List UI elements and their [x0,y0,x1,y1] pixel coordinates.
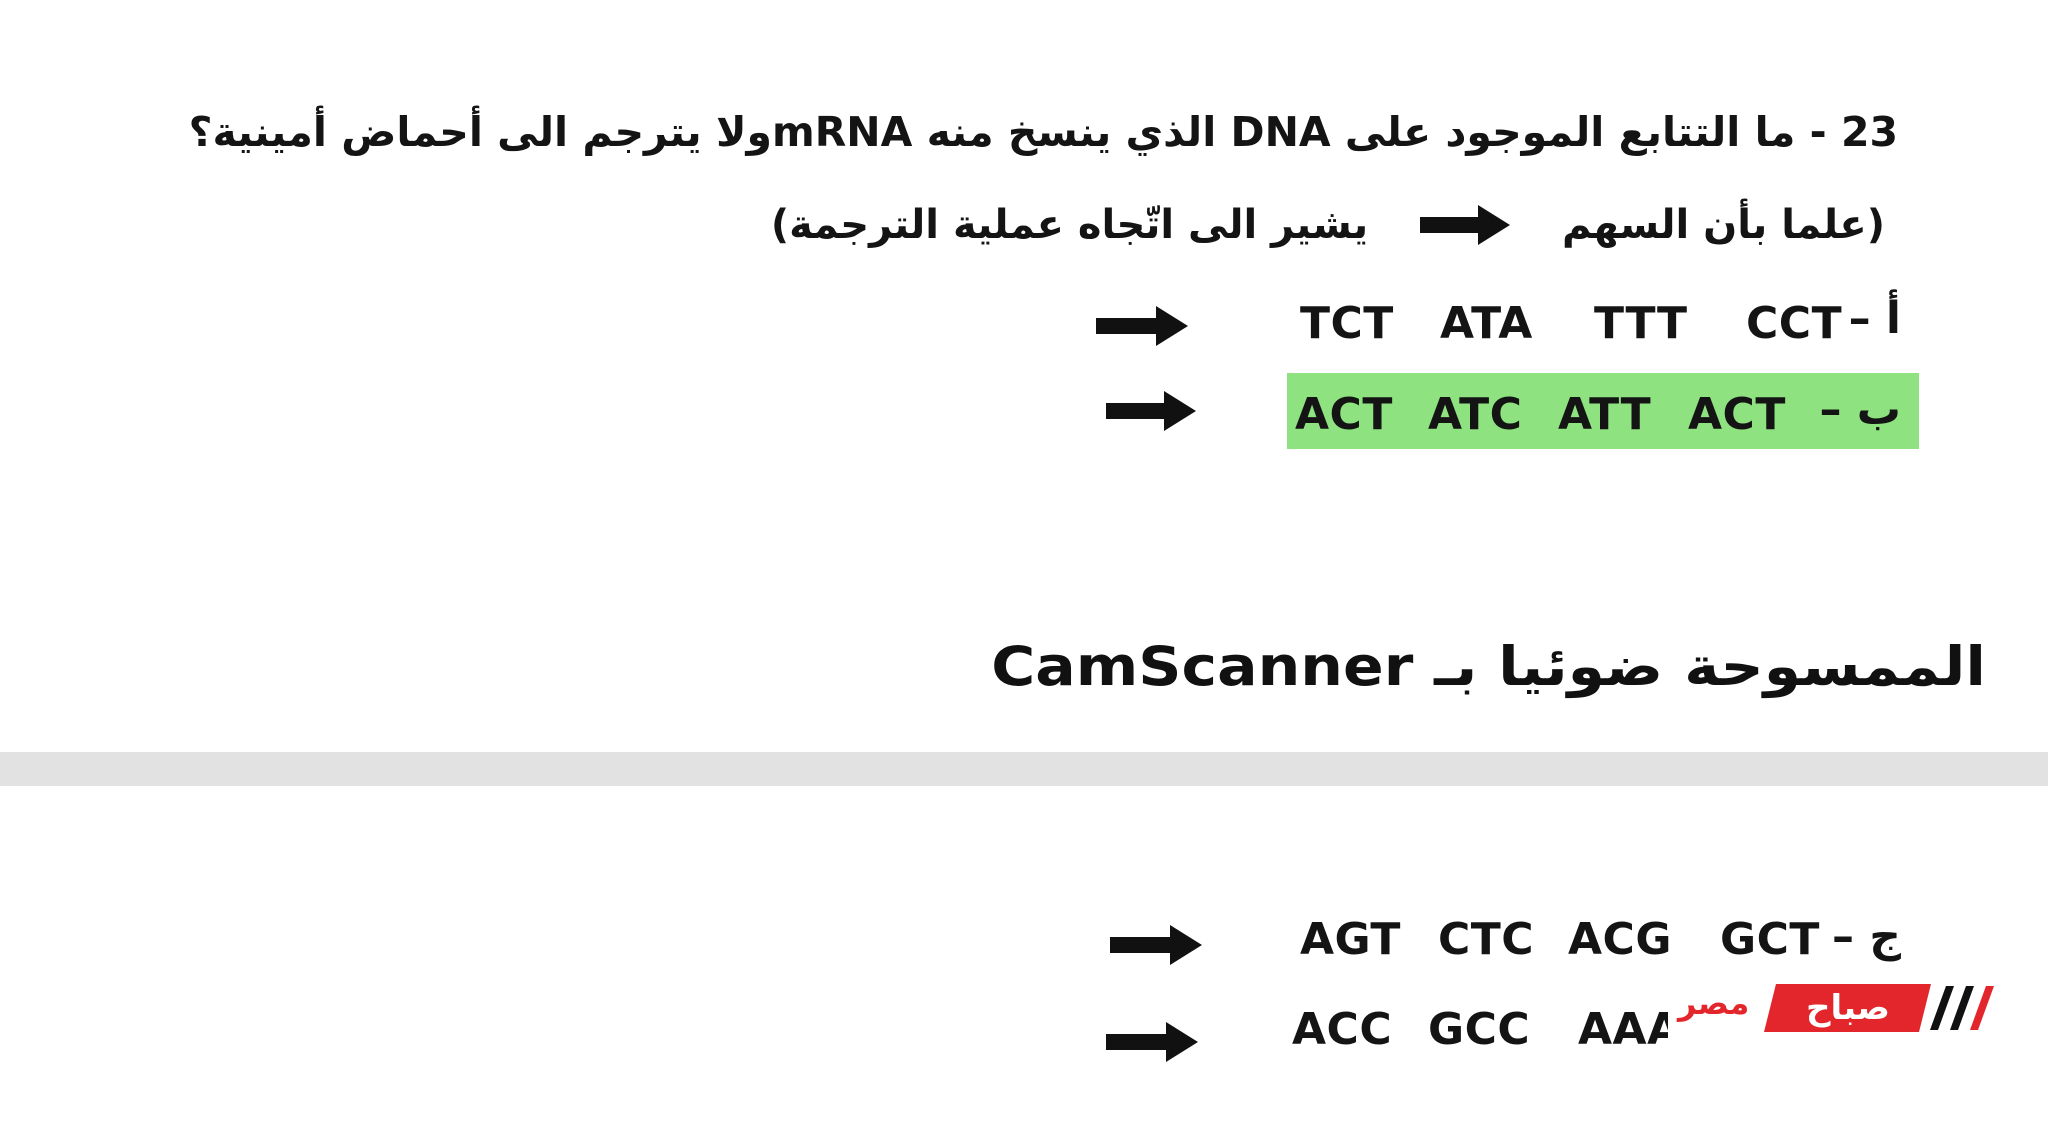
option-a-label: أ – [1848,293,1901,344]
option-b-label: ب – [1819,384,1901,435]
option-d-codon-2: GCC [1428,1004,1531,1055]
option-a-codon-1: CCT [1746,298,1843,349]
page-divider [0,752,2048,786]
question-note-end: يشير الى اتّجاه عملية الترجمة) [770,202,1369,248]
option-a-codon-3: ATA [1440,298,1533,349]
logo-slash-black-2-icon [1949,986,1975,1030]
question-text: 23 - ما التتابع الموجود على DNA الذي ينس… [188,108,1898,156]
option-c-arrow-icon [1110,925,1202,965]
scanner-watermark: الممسوحة ضوئيا بـ CamScanner [991,635,1986,699]
option-d-codon-3: ACC [1292,1004,1393,1055]
option-c-codon-4: AGT [1300,914,1401,965]
question-note: (علما بأن السهم يشير الى اتّجاه عملية ال… [771,200,1885,248]
logo-slash-red-icon [1969,986,1995,1030]
option-a-codon-4: TCT [1300,298,1394,349]
option-a-codon-2: TTT [1594,298,1688,349]
option-a-arrow-icon [1096,306,1188,346]
option-b-codon-4: ACT [1295,389,1393,440]
sabah-masr-logo: مصر صباح [1668,974,1995,1046]
logo-word-masr: مصر [1678,984,1750,1022]
logo-word-sabah: صباح [1805,988,1890,1028]
option-b-codon-1: ACT [1688,389,1786,440]
logo-word-sabah-box: صباح [1764,984,1931,1032]
option-b-arrow-icon [1106,391,1196,431]
option-c-codon-2: ACG [1568,914,1672,965]
correct-answer-highlight [1287,373,1919,449]
direction-arrow-icon [1420,205,1511,245]
option-b-codon-3: ATC [1428,389,1523,440]
logo-slash-black-icon [1929,986,1955,1030]
option-d-codon-1: AAA [1578,1004,1682,1055]
option-c-label: ج – [1831,911,1901,962]
question-note-start: (علما بأن السهم [1561,202,1885,248]
option-c-codon-3: CTC [1438,914,1535,965]
option-b-codon-2: ATT [1558,389,1652,440]
option-d-arrow-icon [1106,1022,1198,1062]
option-c-codon-1: GCT [1720,914,1820,965]
